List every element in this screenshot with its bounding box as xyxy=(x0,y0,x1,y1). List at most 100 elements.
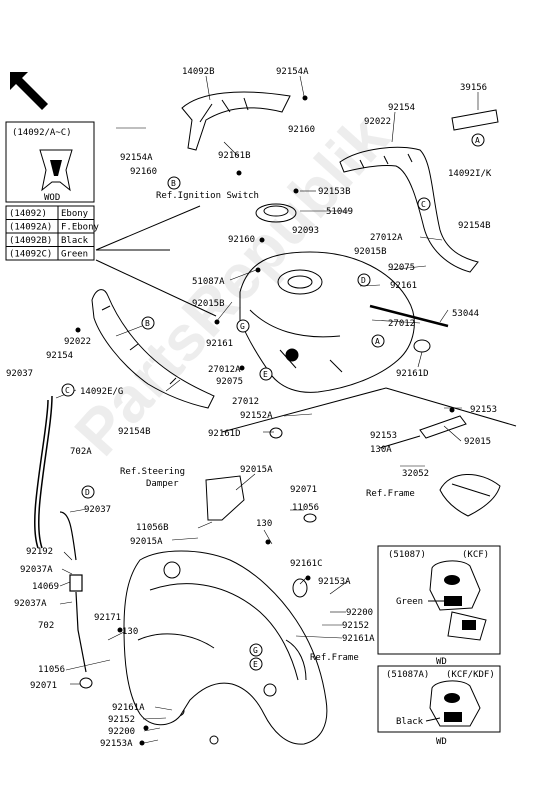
label-92160-mid: 92160 xyxy=(130,167,157,177)
label-11056-left: 11056 xyxy=(38,665,65,675)
label-130-left: 130 xyxy=(122,627,138,637)
prop-rod-part xyxy=(369,304,449,328)
svg-text:A: A xyxy=(375,337,380,346)
label-92015b-right: 92015B xyxy=(354,247,387,257)
main-frame xyxy=(123,550,328,745)
label-92161d-right: 92161D xyxy=(396,369,429,379)
label-92154b-left: 92154B xyxy=(118,427,151,437)
color-table: (14092) Ebony (14092A) F.Ebony (14092B) … xyxy=(5,205,100,261)
color-table-color-2: Black xyxy=(61,236,89,246)
label-27012-center: 27012 xyxy=(232,397,259,407)
color-table-code-0: (14092) xyxy=(9,209,47,219)
label-92015a-left: 92015A xyxy=(130,537,163,547)
label-92154-left: 92154 xyxy=(46,351,73,361)
label-92161-mid: 92161 xyxy=(206,339,233,349)
svg-text:D: D xyxy=(361,276,366,285)
label-92037-left: 92037 xyxy=(6,369,33,379)
label-32052: 32052 xyxy=(402,469,429,479)
label-92093: 92093 xyxy=(292,226,319,236)
color-table-code-1: (14092A) xyxy=(9,223,52,233)
color-table-color-1: F.Ebony xyxy=(61,223,100,233)
label-92160-top: 92160 xyxy=(288,125,315,135)
callout-a-1: A xyxy=(471,133,485,147)
label-92153a-right: 92153A xyxy=(318,577,351,587)
label-92161c: 92161C xyxy=(290,559,323,569)
label-27012a-left: 27012A xyxy=(208,365,241,375)
label-51049: 51049 xyxy=(326,207,353,217)
inset-kcf-kdf-footer: WD xyxy=(436,737,447,747)
fuel-filter-part xyxy=(59,511,87,673)
inset-kcf-variant: (KCF) xyxy=(462,550,489,560)
callout-g-1: G xyxy=(236,319,250,333)
callout-b-1: B xyxy=(167,176,181,190)
inset-kcf-kdf: (51087A) (KCF/KDF) Black WD xyxy=(377,665,501,747)
label-51087a: 51087A xyxy=(192,277,225,287)
inset-wod: (14092/A~C) WOD xyxy=(5,121,95,203)
label-92152-bottom: 92152 xyxy=(108,715,135,725)
svg-text:A: A xyxy=(475,136,480,145)
ref-frame-small xyxy=(439,473,501,517)
label-92015b-left: 92015B xyxy=(192,299,225,309)
ref-steering-damper-1: Ref.Steering xyxy=(120,467,185,477)
label-11056-right: 11056 xyxy=(292,503,319,513)
left-side-cover-part xyxy=(91,289,215,409)
label-92161a-right: 92161A xyxy=(342,634,375,644)
callout-c-1: C xyxy=(417,197,431,211)
front-direction-arrow-icon xyxy=(10,72,48,110)
label-14092ik: 14092I/K xyxy=(448,169,492,179)
ref-steering-damper-2: Damper xyxy=(146,479,179,489)
inset-wod-footer: WOD xyxy=(44,193,60,203)
svg-text:C: C xyxy=(421,200,426,209)
label-92154-right: 92154 xyxy=(388,103,415,113)
leader-boundary-lines xyxy=(95,205,517,433)
label-92160-low: 92160 xyxy=(228,235,255,245)
inset-wod-title: (14092/A~C) xyxy=(12,128,72,138)
callout-d-2: D xyxy=(81,485,95,499)
callout-c-2: C xyxy=(61,383,75,397)
label-14092eg: 14092E/G xyxy=(80,387,123,397)
inset-kcf-footer: WD xyxy=(436,657,447,667)
label-39156: 39156 xyxy=(460,83,487,93)
label-92154a-mid: 92154A xyxy=(120,153,153,163)
color-table-code-3: (14092C) xyxy=(9,250,52,260)
inset-kcf: (51087) (KCF) Green WD xyxy=(377,545,501,667)
label-92037a-2: 92037A xyxy=(14,599,47,609)
bolt-markers xyxy=(75,95,455,746)
callout-g-2: G xyxy=(249,643,263,657)
fuel-cap-part xyxy=(255,203,297,223)
label-92075-left: 92075 xyxy=(216,377,243,387)
label-702: 702 xyxy=(38,621,54,631)
callout-d-1: D xyxy=(357,273,371,287)
color-table-color-3: Green xyxy=(61,250,88,260)
svg-text:B: B xyxy=(171,179,176,188)
label-11056b: 11056B xyxy=(136,523,169,533)
color-table-code-2: (14092B) xyxy=(9,236,52,246)
label-92200-right: 92200 xyxy=(346,608,373,618)
label-92075-right: 92075 xyxy=(388,263,415,273)
label-92161a-bottom: 92161A xyxy=(112,703,145,713)
inset-kcf-kdf-variant: (KCF/KDF) xyxy=(446,670,495,680)
label-92015a-center: 92015A xyxy=(240,465,273,475)
label-92015-right: 92015 xyxy=(464,437,491,447)
label-14069: 14069 xyxy=(32,582,59,592)
ref-frame-center: Ref.Frame xyxy=(310,653,359,663)
callout-b-2: B xyxy=(141,316,155,330)
svg-text:E: E xyxy=(253,660,258,669)
label-92022-right: 92022 xyxy=(364,117,391,127)
label-130a: 130A xyxy=(370,445,392,455)
callout-e-2: E xyxy=(249,657,263,671)
label-92161b: 92161B xyxy=(218,151,251,161)
emblem-part xyxy=(451,109,499,131)
label-702a: 702A xyxy=(70,447,92,457)
label-92161-right: 92161 xyxy=(390,281,417,291)
label-130-center: 130 xyxy=(256,519,272,529)
label-92071-left: 92071 xyxy=(30,681,57,691)
label-92152-right: 92152 xyxy=(342,621,369,631)
svg-text:B: B xyxy=(145,319,150,328)
label-92154b-right: 92154B xyxy=(458,221,491,231)
ref-frame-right: Ref.Frame xyxy=(366,489,415,499)
label-92192: 92192 xyxy=(26,547,53,557)
label-92022-left: 92022 xyxy=(64,337,91,347)
